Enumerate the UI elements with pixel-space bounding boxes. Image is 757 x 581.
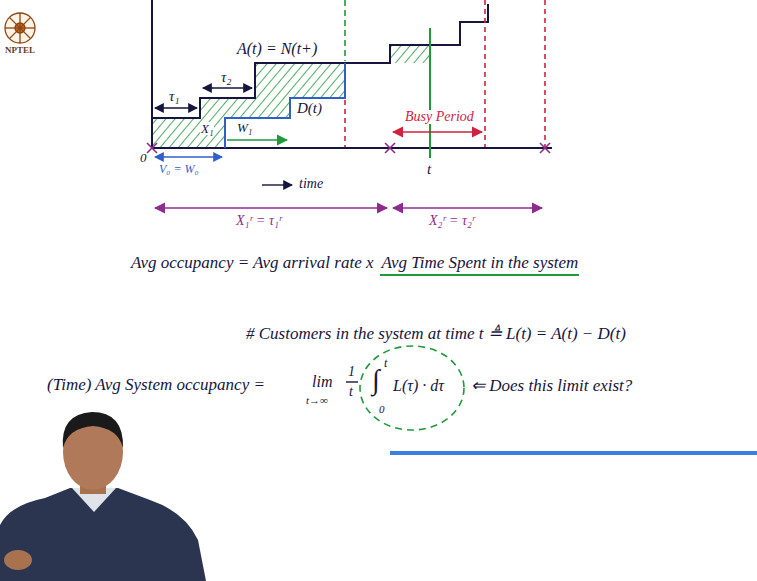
origin-label: 0 bbox=[139, 151, 148, 164]
presenter-figure bbox=[0, 412, 206, 581]
integrand: L(τ) · dτ bbox=[392, 378, 445, 394]
equation-text: Avg Time Spent in the system bbox=[380, 254, 579, 276]
cycle-arrow bbox=[155, 207, 387, 209]
time-instant-line bbox=[429, 28, 431, 158]
fraction-denominator: t bbox=[348, 385, 354, 399]
logo-emblem bbox=[5, 13, 35, 43]
equation-text: (Time) Avg System occupancy = bbox=[46, 376, 266, 393]
departure-staircase bbox=[225, 63, 345, 148]
arrival-staircase bbox=[152, 4, 488, 148]
dashed-marker bbox=[484, 0, 486, 147]
busy-period-arrow bbox=[393, 131, 482, 133]
question-note: ⇐ Does this limit exist? bbox=[470, 377, 633, 394]
time-arrow bbox=[262, 184, 292, 185]
dashed-marker bbox=[344, 100, 346, 147]
fraction-numerator: 1 bbox=[347, 365, 356, 379]
integral-sign: ∫ bbox=[371, 366, 381, 394]
fraction-bar bbox=[346, 381, 358, 382]
interval-arrow bbox=[203, 87, 252, 88]
cycle-arrow bbox=[393, 207, 542, 209]
definition-text: # Customers in the system at time t ≜ L(… bbox=[245, 325, 627, 342]
dashed-circle bbox=[360, 346, 464, 430]
busy-period-label: Busy Period bbox=[404, 110, 475, 124]
waiting-arrow bbox=[155, 156, 222, 157]
waiting-arrow bbox=[227, 139, 287, 141]
hatched-area bbox=[390, 45, 430, 63]
waiting-label: V₀ = W₀ bbox=[158, 163, 200, 175]
waiting-label: W₁ bbox=[236, 121, 253, 134]
limit-symbol: lim bbox=[311, 374, 333, 390]
interval-arrow bbox=[155, 107, 197, 108]
interval-label: τ₂ bbox=[220, 70, 233, 85]
x-axis bbox=[152, 147, 552, 149]
limit-subscript: t→∞ bbox=[305, 395, 329, 406]
blue-separator bbox=[390, 451, 757, 455]
cycle-label: X₁ʳ = τ₁ʳ bbox=[235, 214, 283, 228]
integral-limit: t bbox=[383, 357, 388, 369]
curve-label: A(t) = N(t+) bbox=[236, 41, 318, 57]
regeneration-marks bbox=[147, 143, 550, 153]
curve-label: D(t) bbox=[296, 101, 323, 116]
axis-label: time bbox=[298, 177, 324, 191]
interval-label: τ₁ bbox=[168, 89, 181, 104]
time-label: t bbox=[426, 162, 432, 177]
logo-text: NPTEL bbox=[4, 46, 36, 55]
equation-text: Avg occupancy = Avg arrival rate x bbox=[130, 254, 374, 271]
hatched-area bbox=[152, 63, 345, 148]
integral-limit: 0 bbox=[378, 404, 386, 415]
cycle-label: X₂ʳ = τ₂ʳ bbox=[428, 214, 476, 228]
dashed-marker bbox=[344, 0, 346, 61]
interval-label: X₁ bbox=[200, 122, 214, 135]
dashed-marker bbox=[544, 0, 546, 147]
